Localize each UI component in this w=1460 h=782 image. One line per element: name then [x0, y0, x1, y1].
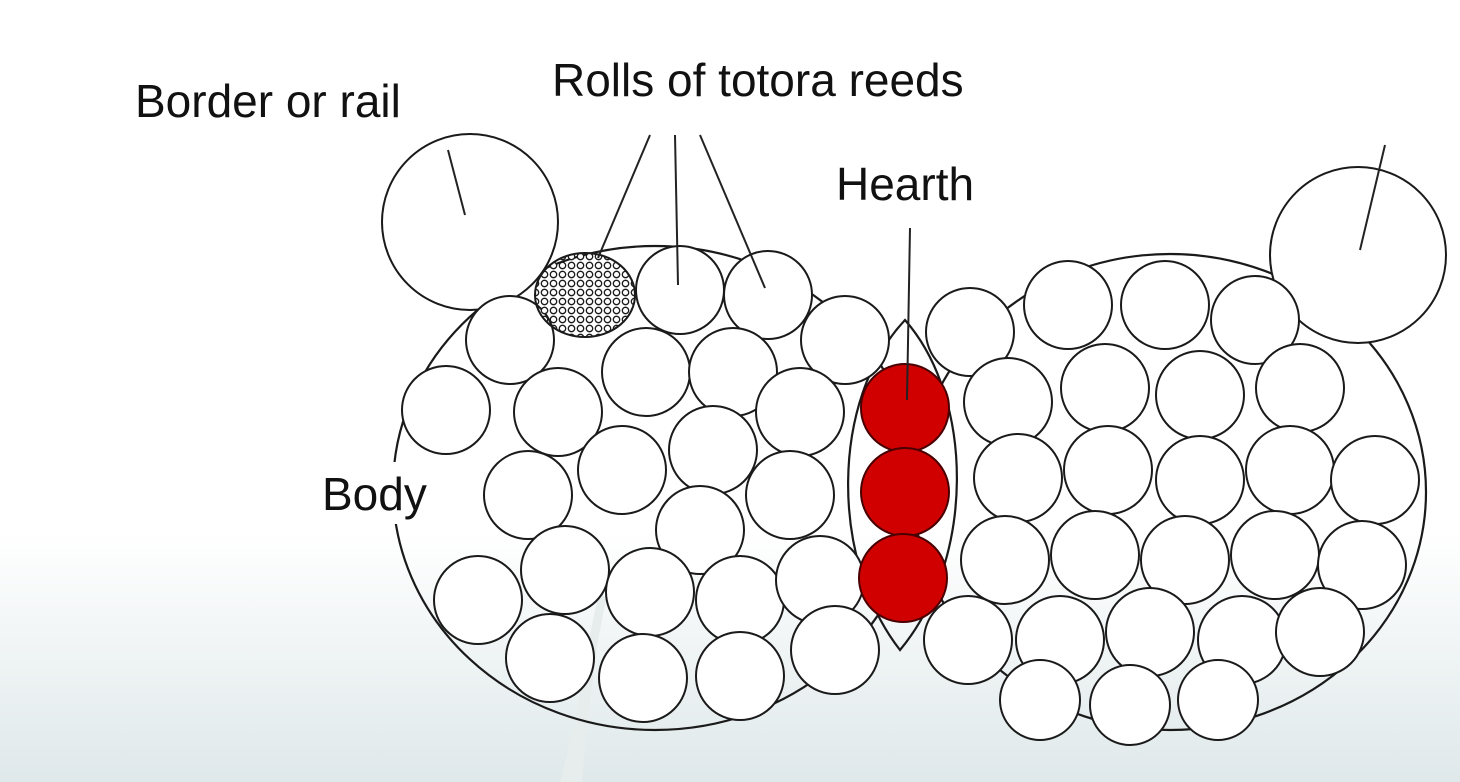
reed-roll	[1317, 520, 1407, 610]
reed-roll	[1089, 664, 1171, 746]
reed-roll	[655, 485, 745, 575]
reed-roll	[401, 365, 491, 455]
reed-roll	[601, 327, 691, 417]
rolls-leader-line	[597, 134, 651, 259]
reed-roll	[745, 450, 835, 540]
reed-roll	[513, 367, 603, 457]
reed-roll	[723, 250, 813, 340]
reed-roll	[483, 450, 573, 540]
reed-roll	[505, 613, 595, 703]
reed-roll	[1210, 275, 1300, 365]
reed-roll	[598, 633, 688, 723]
reed-roll	[635, 245, 725, 335]
reed-roll	[973, 433, 1063, 523]
reed-roll	[999, 659, 1081, 741]
reed-roll	[695, 555, 785, 645]
reed-roll	[465, 295, 555, 385]
reed-roll	[1275, 587, 1365, 677]
reed-roll	[800, 295, 890, 385]
reed-roll	[960, 515, 1050, 605]
reed-roll	[923, 595, 1013, 685]
rolls-leader-line	[699, 134, 766, 289]
right-body-reed-rolls	[923, 260, 1420, 746]
rolls-of-totora-reeds-label: Rolls of totora reeds	[552, 54, 964, 106]
border-leader-line	[447, 149, 466, 216]
body-label-backdrop	[315, 462, 465, 524]
reed-roll	[790, 605, 880, 695]
reed-roll	[577, 425, 667, 515]
reed-roll	[1105, 587, 1195, 677]
hearth-enclosure	[847, 318, 958, 652]
reed-roll	[1177, 659, 1259, 741]
reed-roll	[668, 405, 758, 495]
hearth-label: Hearth	[836, 158, 974, 210]
reed-roll	[1155, 435, 1245, 525]
border-right-leader-line	[1359, 144, 1386, 251]
reed-roll	[433, 555, 523, 645]
left-body-reed-rolls	[401, 245, 890, 723]
reed-roll	[1060, 343, 1150, 433]
border-or-rail-label: Border or rail	[135, 75, 401, 127]
hearth-leader-line	[906, 227, 911, 401]
hearth-roll	[860, 363, 950, 453]
reed-roll	[1063, 425, 1153, 515]
border-rail-left	[381, 133, 559, 311]
reed-roll	[1023, 260, 1113, 350]
reed-roll	[1245, 425, 1335, 515]
border-rail-right	[1269, 166, 1447, 344]
reed-roll	[1120, 260, 1210, 350]
rolls-leader-line	[674, 134, 679, 286]
reed-roll	[605, 547, 695, 637]
reed-roll	[925, 287, 1015, 377]
body-label: Body	[322, 468, 427, 520]
reed-roll	[963, 357, 1053, 447]
reed-roll	[695, 631, 785, 721]
reed-roll	[1255, 343, 1345, 433]
hearth-roll	[860, 447, 950, 537]
reed-roll	[1050, 510, 1140, 600]
reed-roll	[1230, 510, 1320, 600]
reed-roll	[1330, 435, 1420, 525]
reed-roll	[520, 525, 610, 615]
dotted-reed-roll	[534, 252, 636, 338]
reed-roll	[755, 367, 845, 457]
hearth-rolls	[858, 363, 950, 623]
hearth-roll	[858, 533, 948, 623]
reed-roll	[1155, 350, 1245, 440]
